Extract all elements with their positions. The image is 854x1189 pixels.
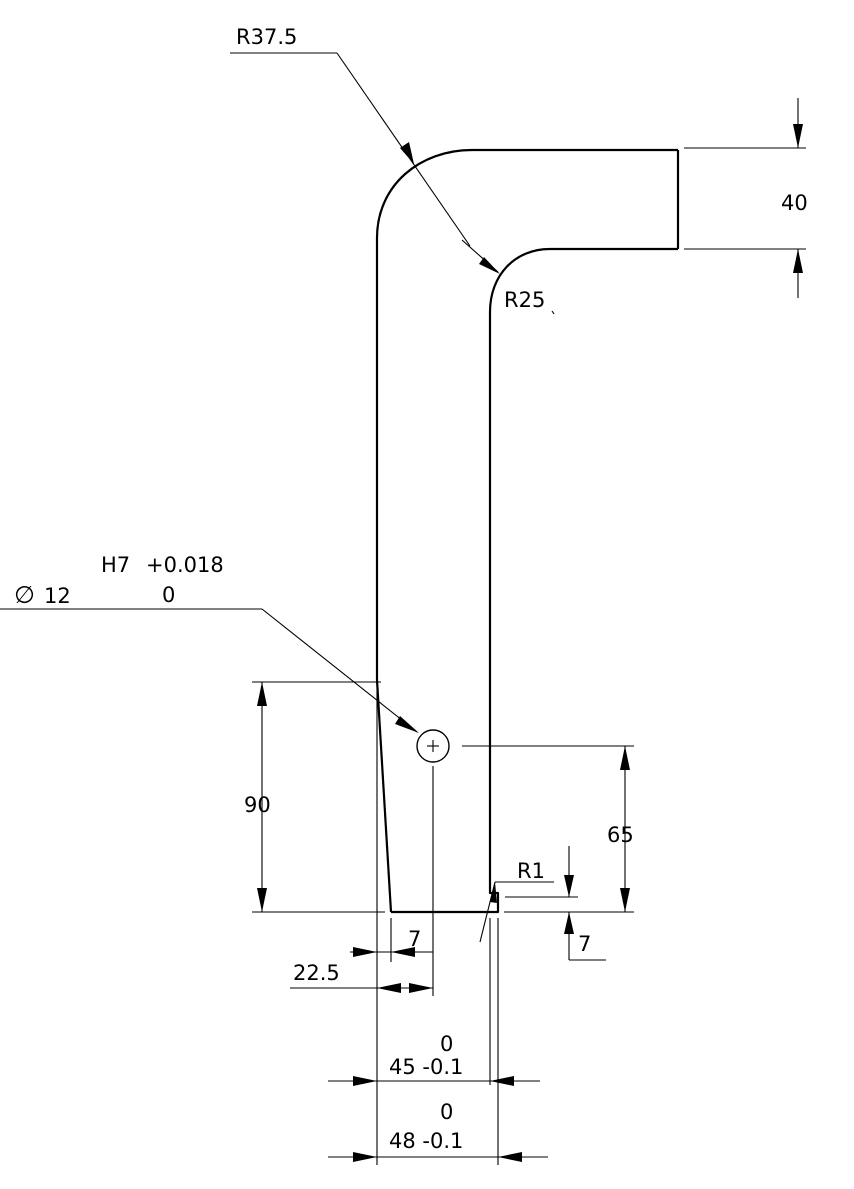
notch [488, 878, 500, 914]
dim-48-arrow-left [353, 1152, 377, 1162]
part-outline [375, 148, 680, 914]
dim-65-label: 65 [607, 823, 634, 847]
r37-5-arrowhead [400, 142, 414, 164]
dim-40-arrow-top [793, 124, 803, 148]
dim-90-arrow-bottom [257, 888, 267, 912]
dim-taper-arrow-left [353, 947, 377, 957]
dimension-65: 65 [462, 745, 634, 913]
r1-callout: R1 [479, 859, 554, 943]
dim-40-arrow-bottom [793, 249, 803, 273]
r1-label: R1 [517, 859, 545, 883]
dim-65-arrow-bottom [620, 888, 630, 912]
dim-22-5-arrow-right [409, 983, 433, 993]
dimension-taper-width: 7 [350, 918, 433, 962]
dimension-45: 0 45 -0.1 [328, 240, 540, 1165]
dim-22-5-arrow-left [377, 983, 401, 993]
dim-taper-label: 7 [408, 927, 421, 951]
hole-tolerance-upper: +0.018 [146, 553, 224, 577]
dimension-48: 0 48 -0.1 [328, 918, 548, 1165]
dim-taper-arrow-right [391, 947, 415, 957]
dim-notch-h-label: 7 [578, 932, 591, 956]
hole [416, 729, 450, 996]
dim-40-label: 40 [781, 191, 808, 215]
dim-22-5-label: 22.5 [293, 961, 340, 985]
r1-arrowhead [490, 882, 497, 903]
hole-circle [416, 729, 450, 763]
dim-45-label: 45 -0.1 [389, 1055, 463, 1079]
dim-90-label: 90 [244, 793, 271, 817]
r25-arrowhead [479, 257, 500, 274]
hole-tolerance-class: H7 [101, 553, 130, 577]
dim-notch-h-arrow-top [564, 875, 574, 897]
hole-diameter-value: 12 [44, 584, 71, 608]
dim-45-arrow-left [353, 1076, 377, 1086]
hole-diameter-callout: ∅ 12 H7 +0.018 0 [0, 553, 419, 733]
dimension-22-5: 22.5 [290, 961, 433, 993]
dim-48-upper: 0 [440, 1100, 453, 1124]
dimension-90: 90 [244, 681, 385, 913]
dim-45-arrow-right [490, 1076, 514, 1086]
r37-5-label: R37.5 [236, 25, 297, 49]
hole-tolerance-lower: 0 [162, 583, 175, 607]
dim-90-arrow-top [257, 682, 267, 706]
hole-leader-line [261, 608, 418, 733]
r25-label: R25 [504, 288, 545, 312]
tapered-edge [375, 679, 393, 913]
inner-profile [488, 247, 678, 878]
outer-profile [375, 148, 678, 680]
dim-45-upper: 0 [440, 1032, 453, 1056]
dim-48-arrow-right [498, 1152, 522, 1162]
dimension-40: 40 [684, 98, 808, 298]
r25-tick [551, 310, 555, 315]
dim-notch-h-arrow-bottom [564, 912, 574, 934]
r25-callout: R25 [461, 239, 555, 315]
r37-5-callout: R37.5 [230, 25, 471, 247]
diameter-symbol: ∅ [14, 581, 35, 609]
dim-65-arrow-top [620, 746, 630, 770]
dim-48-label: 48 -0.1 [389, 1129, 463, 1153]
dimension-notch-height: 7 [505, 846, 606, 961]
hole-leader-arrowhead [395, 716, 419, 733]
